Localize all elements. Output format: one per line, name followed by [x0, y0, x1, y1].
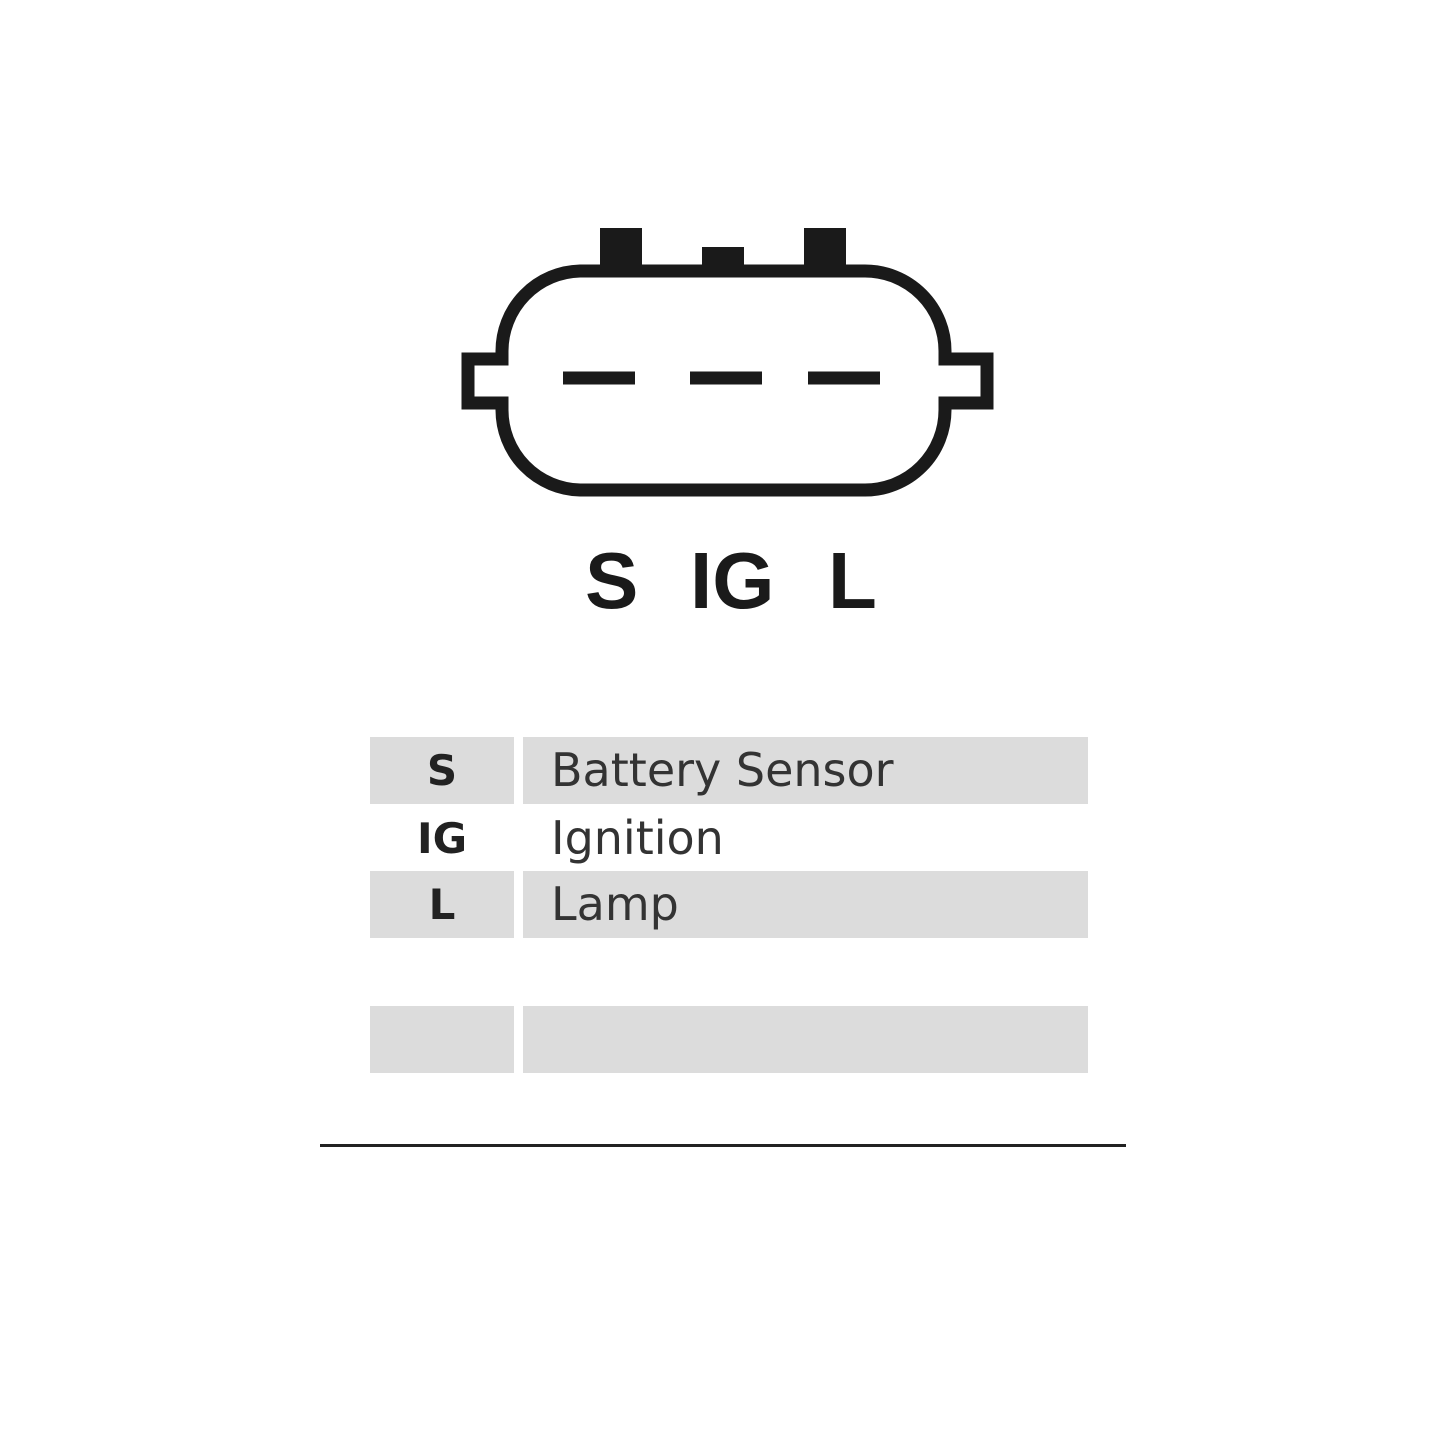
table-row: L Lamp [370, 871, 1088, 938]
connector-outline [461, 264, 994, 497]
pin-code: S [370, 737, 514, 804]
pin-description [523, 1006, 1088, 1073]
pin-code [370, 1006, 514, 1073]
table-row-empty [370, 1006, 1088, 1073]
pin-label-l: L [828, 536, 877, 625]
pin-description: Ignition [551, 811, 724, 865]
pin-code: L [370, 871, 514, 938]
connector-diagram [461, 228, 994, 497]
pin-labels: S IG L [0, 535, 1445, 625]
table-row: S Battery Sensor [370, 737, 1088, 804]
divider-line [320, 1144, 1126, 1147]
pin-label-s: S [585, 536, 639, 625]
pin-description: Lamp [523, 871, 1088, 938]
pin-description: Battery Sensor [523, 737, 1088, 804]
pin-code: IG [416, 814, 468, 863]
connector-pins [600, 228, 846, 270]
table-row: IG Ignition [370, 805, 1088, 872]
pin-label-ig: IG [690, 536, 775, 625]
